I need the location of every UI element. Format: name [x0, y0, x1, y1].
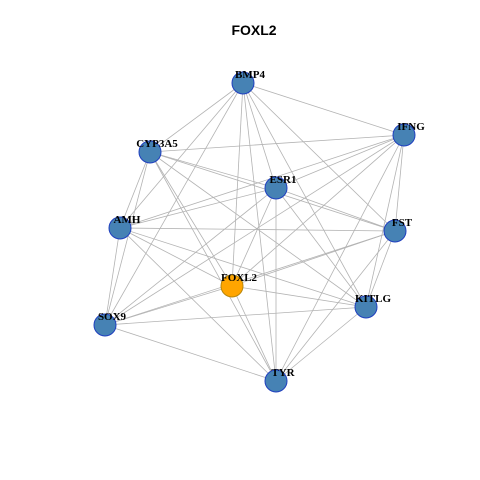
edge-ifng-foxl2	[231, 134, 405, 287]
edge-esr1-sox9	[104, 187, 277, 326]
edge-ifng-esr1	[275, 134, 405, 189]
edge-fst-tyr	[275, 230, 396, 382]
node-circle-bmp4	[231, 71, 255, 95]
edge-bmp4-cyp3a5	[149, 82, 244, 153]
edge-fst-kitlg	[365, 230, 396, 308]
edge-amh-fst	[119, 227, 396, 232]
node-ifng: IFNG	[392, 121, 425, 147]
node-label-fst: FST	[392, 217, 413, 229]
edge-sox9-tyr	[104, 324, 277, 382]
node-label-tyr: TYR	[271, 367, 295, 379]
node-circle-cyp3a5	[138, 140, 162, 164]
node-circle-foxl2	[220, 274, 244, 298]
edge-cyp3a5-esr1	[149, 151, 277, 189]
node-label-cyp3a5: CYP3A5	[136, 138, 178, 150]
node-label-bmp4: BMP4	[235, 69, 265, 81]
node-circle-sox9	[93, 313, 117, 337]
node-cyp3a5: CYP3A5	[136, 138, 178, 164]
node-label-foxl2: FOXL2	[221, 272, 258, 284]
edge-foxl2-tyr	[231, 285, 277, 382]
edge-kitlg-sox9	[104, 306, 367, 326]
edge-ifng-cyp3a5	[149, 134, 405, 153]
node-bmp4: BMP4	[231, 69, 265, 95]
edge-ifng-sox9	[104, 134, 405, 326]
node-esr1: ESR1	[264, 174, 297, 200]
edge-fst-sox9	[104, 230, 396, 326]
edge-bmp4-ifng	[242, 82, 405, 136]
edge-bmp4-sox9	[104, 82, 244, 326]
figure-title: FOXL2	[231, 22, 276, 38]
node-foxl2: FOXL2	[220, 272, 258, 298]
node-sox9: SOX9	[93, 311, 127, 337]
node-circle-ifng	[392, 123, 416, 147]
node-kitlg: KITLG	[354, 293, 392, 319]
node-circle-tyr	[264, 369, 288, 393]
edge-amh-tyr	[119, 227, 277, 382]
edges-layer	[104, 82, 405, 382]
edge-foxl2-sox9	[104, 285, 233, 326]
edge-foxl2-kitlg	[231, 285, 367, 308]
node-label-ifng: IFNG	[397, 121, 425, 133]
edge-bmp4-amh	[119, 82, 244, 229]
edge-bmp4-kitlg	[242, 82, 367, 308]
edge-esr1-fst	[275, 187, 396, 232]
node-label-kitlg: KITLG	[355, 293, 392, 305]
node-circle-amh	[108, 216, 132, 240]
edge-cyp3a5-amh	[119, 151, 151, 229]
edge-kitlg-tyr	[275, 306, 367, 382]
node-label-esr1: ESR1	[270, 174, 297, 186]
edge-ifng-amh	[119, 134, 405, 229]
edge-amh-sox9	[104, 227, 121, 326]
edge-ifng-fst	[394, 134, 405, 232]
edge-esr1-amh	[119, 187, 277, 229]
node-label-amh: AMH	[114, 214, 141, 226]
node-circle-esr1	[264, 176, 288, 200]
edge-amh-foxl2	[119, 227, 233, 287]
edge-cyp3a5-tyr	[149, 151, 277, 382]
node-fst: FST	[383, 217, 413, 243]
edge-ifng-tyr	[275, 134, 405, 382]
node-circle-kitlg	[354, 295, 378, 319]
edge-amh-kitlg	[119, 227, 367, 308]
node-tyr: TYR	[264, 367, 296, 393]
edge-cyp3a5-foxl2	[149, 151, 233, 287]
edge-bmp4-esr1	[242, 82, 277, 189]
edge-bmp4-foxl2	[231, 82, 244, 287]
edge-cyp3a5-sox9	[104, 151, 151, 326]
node-label-sox9: SOX9	[98, 311, 127, 323]
edge-ifng-kitlg	[365, 134, 405, 308]
edge-bmp4-tyr	[242, 82, 277, 382]
edge-esr1-foxl2	[231, 187, 277, 287]
node-amh: AMH	[108, 214, 141, 240]
node-circle-fst	[383, 219, 407, 243]
edge-bmp4-fst	[242, 82, 396, 232]
edge-esr1-kitlg	[275, 187, 367, 308]
